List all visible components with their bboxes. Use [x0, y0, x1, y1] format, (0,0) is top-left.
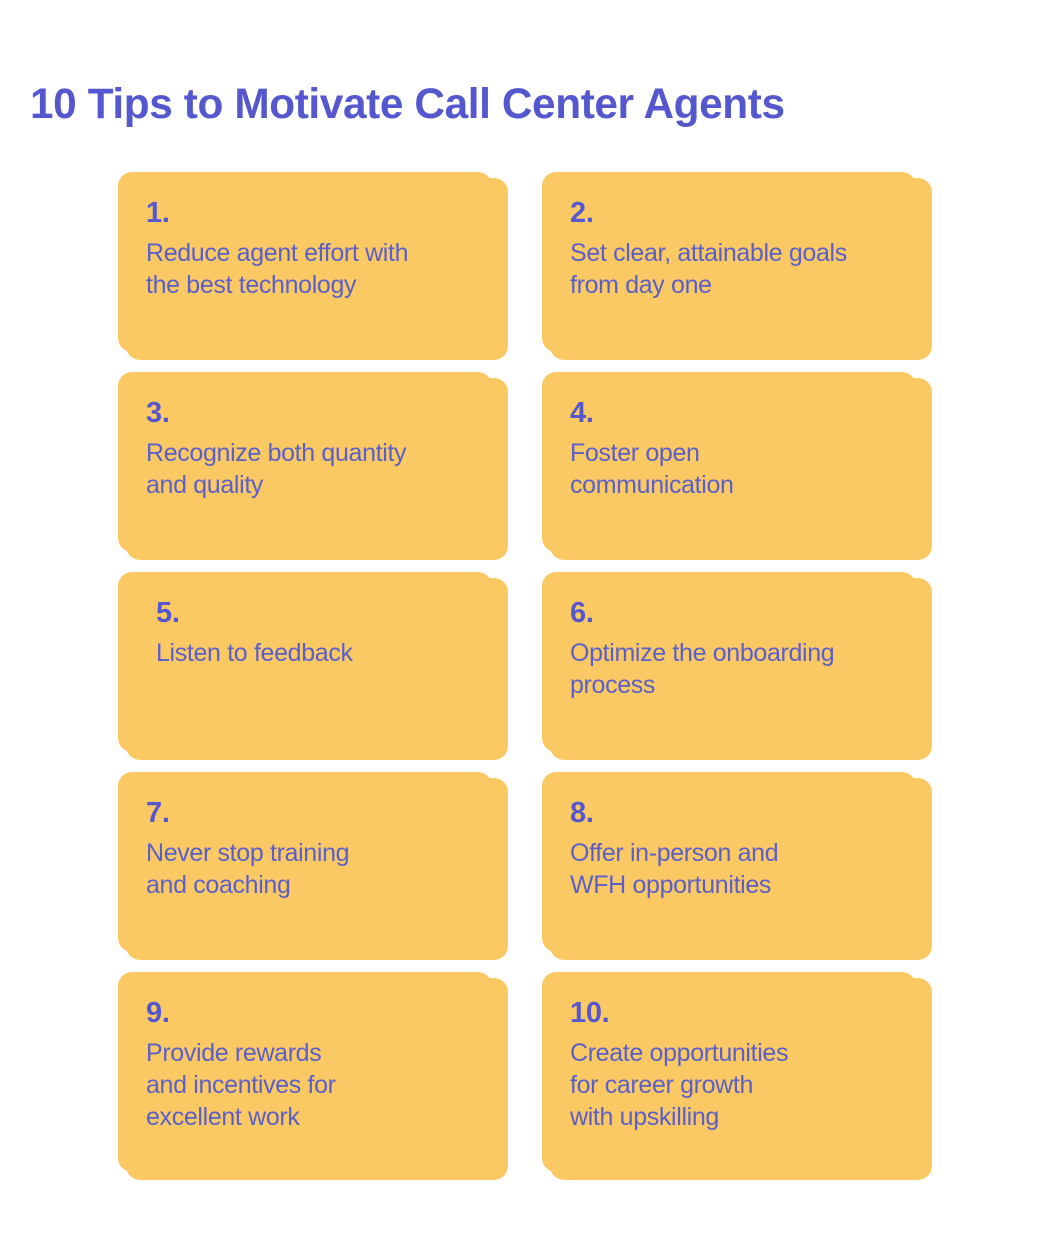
card-shape-front [550, 178, 932, 360]
card-shape-front [550, 378, 932, 560]
tip-text: Listen to feedback [156, 639, 353, 667]
card-shape-front [550, 778, 932, 960]
tip-number: 6. [570, 597, 594, 629]
card-shape-front [550, 978, 932, 1180]
tip-text: Reduce agent effort with the best techno… [146, 239, 409, 299]
tip-number: 10. [570, 997, 610, 1029]
tip-number: 3. [146, 397, 170, 429]
tip-text: Set clear, attainable goals from day one [570, 239, 847, 299]
tip-text: Foster open communication [570, 439, 734, 499]
tip-text: Offer in-person and WFH opportunities [570, 839, 779, 899]
tip-card-4: 4. Foster open communication [542, 372, 932, 560]
tip-text: Create opportunities for career growth w… [570, 1039, 789, 1131]
card-shape-front [126, 978, 508, 1180]
tip-number: 7. [146, 797, 170, 829]
tip-card-body: 7. Never stop training and coaching [118, 772, 508, 952]
tip-card-10: 10. Create opportunities for career grow… [542, 972, 932, 1180]
tip-card-body: 2. Set clear, attainable goals from day … [542, 172, 932, 352]
tip-card-3: 3. Recognize both quantity and quality [118, 372, 508, 560]
tip-card-2: 2. Set clear, attainable goals from day … [542, 172, 932, 360]
tip-text: Optimize the onboarding process [570, 639, 835, 699]
page-title: 10 Tips to Motivate Call Center Agents [30, 79, 785, 128]
tip-card-body: 3. Recognize both quantity and quality [118, 372, 508, 552]
card-shape-front [126, 178, 508, 360]
card-shape-front [126, 578, 508, 760]
tip-card-body: 9. Provide rewards and incentives for ex… [118, 972, 508, 1172]
tip-card-body: 5. Listen to feedback [118, 572, 508, 752]
tip-card-8: 8. Offer in-person and WFH opportunities [542, 772, 932, 960]
tip-text: Provide rewards and incentives for excel… [146, 1039, 336, 1131]
tip-number: 9. [146, 997, 170, 1029]
tip-card-body: 4. Foster open communication [542, 372, 932, 552]
tip-text: Never stop training and coaching [146, 839, 350, 899]
tip-number: 4. [570, 397, 594, 429]
tip-number: 8. [570, 797, 594, 829]
tip-card-6: 6. Optimize the onboarding process [542, 572, 932, 760]
card-shape-front [126, 378, 508, 560]
tip-card-body: 1. Reduce agent effort with the best tec… [118, 172, 508, 352]
tip-number: 1. [146, 197, 170, 229]
tip-card-body: 6. Optimize the onboarding process [542, 572, 932, 752]
tip-card-1: 1. Reduce agent effort with the best tec… [118, 172, 508, 360]
tip-card-5: 5. Listen to feedback [118, 572, 508, 760]
tip-card-body: 10. Create opportunities for career grow… [542, 972, 932, 1172]
tip-card-9: 9. Provide rewards and incentives for ex… [118, 972, 508, 1180]
card-shape-front [550, 578, 932, 760]
tip-card-body: 8. Offer in-person and WFH opportunities [542, 772, 932, 952]
tip-text: Recognize both quantity and quality [146, 439, 407, 499]
tip-number: 5. [156, 597, 180, 629]
tips-grid: 1. Reduce agent effort with the best tec… [118, 172, 932, 1180]
card-shape-front [126, 778, 508, 960]
tip-card-7: 7. Never stop training and coaching [118, 772, 508, 960]
tip-number: 2. [570, 197, 594, 229]
